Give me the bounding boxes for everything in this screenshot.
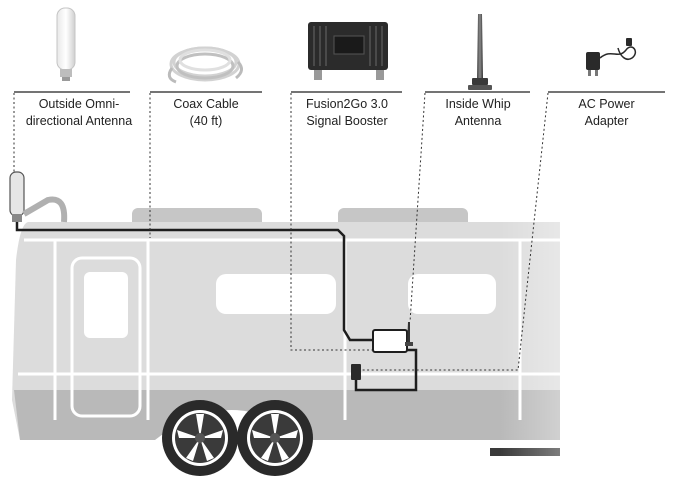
label-coax-line-1: Coax Cable (173, 97, 239, 111)
whip-antenna-icon (468, 14, 492, 90)
rv-wheels (155, 400, 313, 476)
label-booster-line-2: Signal Booster (306, 114, 388, 128)
signal-booster-icon (308, 22, 388, 80)
power-adapter-icon (586, 38, 637, 76)
label-omni-line-2: directional Antenna (25, 114, 133, 128)
label-booster-line-1: Fusion2Go 3.0 (306, 97, 388, 111)
installed-signal-booster (372, 329, 408, 353)
installed-omni-antenna (9, 171, 68, 223)
label-whip-line-1: Inside Whip (445, 97, 511, 111)
label-signal-booster: Fusion2Go 3.0 Signal Booster (291, 96, 403, 130)
label-power-adapter: AC Power Adapter (548, 96, 665, 130)
label-whip-line-2: Antenna (454, 114, 502, 128)
installed-whip-antenna (405, 322, 413, 346)
installed-power-adapter (351, 364, 361, 380)
coax-cable-route (15, 222, 374, 342)
label-coax-cable: Coax Cable (40 ft) (150, 96, 262, 130)
label-omni-antenna: Outside Omni- directional Antenna (18, 96, 140, 130)
label-power-line-1: AC Power (578, 97, 635, 111)
power-cable-route (354, 348, 418, 392)
label-omni-line-1: Outside Omni- (38, 97, 120, 111)
label-power-line-2: Adapter (584, 114, 629, 128)
label-whip-antenna: Inside Whip Antenna (425, 96, 531, 130)
label-coax-line-2: (40 ft) (189, 114, 223, 128)
leader-lines (13, 92, 549, 371)
coax-cable-icon (167, 46, 243, 84)
omni-antenna-icon (56, 7, 76, 81)
